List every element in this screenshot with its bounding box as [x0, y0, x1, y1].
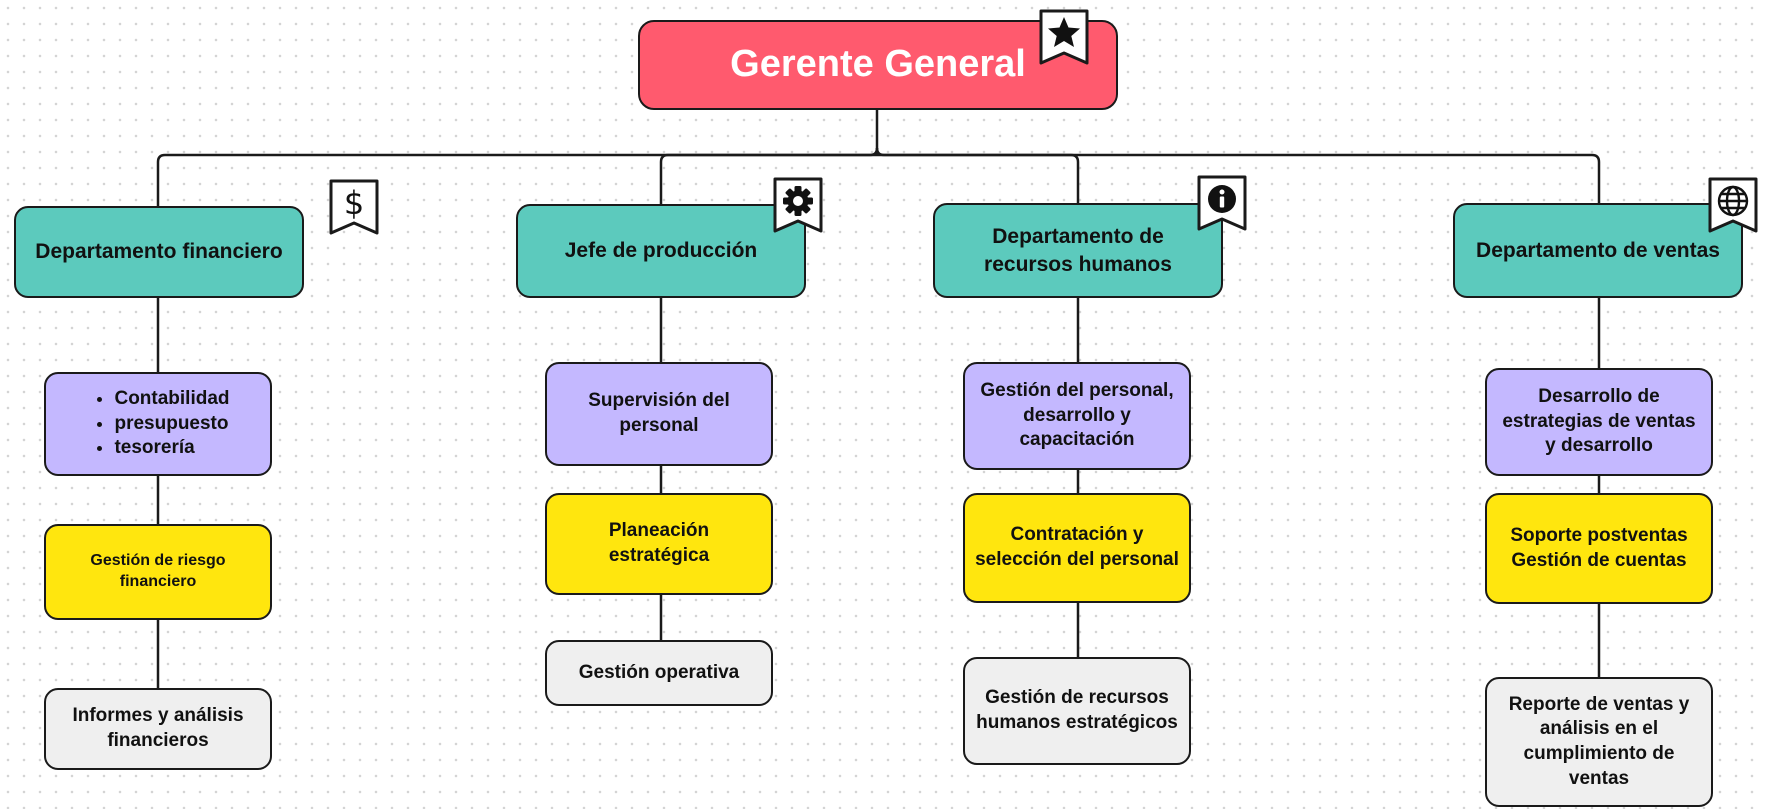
svg-text:$: $ — [344, 184, 364, 222]
finance-item-1: Contabilidad presupuesto tesorería — [44, 372, 272, 476]
production-item-3-label: Gestión operativa — [578, 661, 740, 683]
sales-item-3: Reporte de ventas y análisis en el cumpl… — [1485, 677, 1713, 807]
finance-bullet-list: Contabilidad presupuesto tesorería — [86, 387, 229, 461]
finance-item-2: Gestión de riesgo financiero — [44, 524, 272, 620]
sales-item-1-label: Desarrollo de estrategias de ventas y de… — [1502, 385, 1696, 457]
hr-item-2-label: Contratación y selección del personal — [975, 524, 1179, 570]
hr-item-1-label: Gestión del personal, desarrollo y capac… — [980, 379, 1174, 451]
production-item-3: Gestión operativa — [545, 640, 773, 706]
star-icon — [1038, 8, 1090, 66]
sales-item-2-label: Soporte postventas Gestión de cuentas — [1510, 524, 1688, 571]
department-production-label: Jefe de producción — [564, 239, 758, 263]
hr-item-1: Gestión del personal, desarrollo y capac… — [963, 362, 1191, 470]
bullet-item: Contabilidad — [114, 387, 229, 412]
finance-item-3-label: Informes y análisis financieros — [72, 705, 244, 751]
finance-item-2-label: Gestión de riesgo financiero — [90, 552, 226, 590]
production-item-1-label: Supervisión del personal — [588, 390, 730, 436]
production-item-2-label: Planeación estratégica — [608, 520, 710, 566]
production-item-1: Supervisión del personal — [545, 362, 773, 466]
gear-icon — [772, 176, 824, 234]
root-node: Gerente General — [638, 20, 1118, 110]
globe-icon — [1707, 176, 1759, 234]
department-production-node: Jefe de producción — [516, 204, 806, 298]
info-icon — [1196, 174, 1248, 232]
department-hr-label: Departamento de recursos humanos — [984, 225, 1172, 276]
production-item-2: Planeación estratégica — [545, 493, 773, 595]
sales-item-1: Desarrollo de estrategias de ventas y de… — [1485, 368, 1713, 476]
department-hr-node: Departamento de recursos humanos — [933, 203, 1223, 298]
bullet-item: tesorería — [114, 436, 229, 461]
sales-item-3-label: Reporte de ventas y análisis en el cumpl… — [1508, 693, 1690, 789]
department-finance-label: Departamento financiero — [35, 240, 283, 264]
department-sales-node: Departamento de ventas — [1453, 203, 1743, 298]
department-finance-node: Departamento financiero — [14, 206, 304, 298]
root-label: Gerente General — [730, 43, 1026, 86]
dollar-icon: $ — [328, 178, 380, 236]
sales-item-2: Soporte postventas Gestión de cuentas — [1485, 493, 1713, 604]
hr-item-3: Gestión de recursos humanos estratégicos — [963, 657, 1191, 765]
department-sales-label: Departamento de ventas — [1476, 238, 1720, 262]
bullet-item: presupuesto — [114, 412, 229, 437]
finance-item-3: Informes y análisis financieros — [44, 688, 272, 770]
hr-item-3-label: Gestión de recursos humanos estratégicos — [976, 687, 1178, 733]
hr-item-2: Contratación y selección del personal — [963, 493, 1191, 603]
